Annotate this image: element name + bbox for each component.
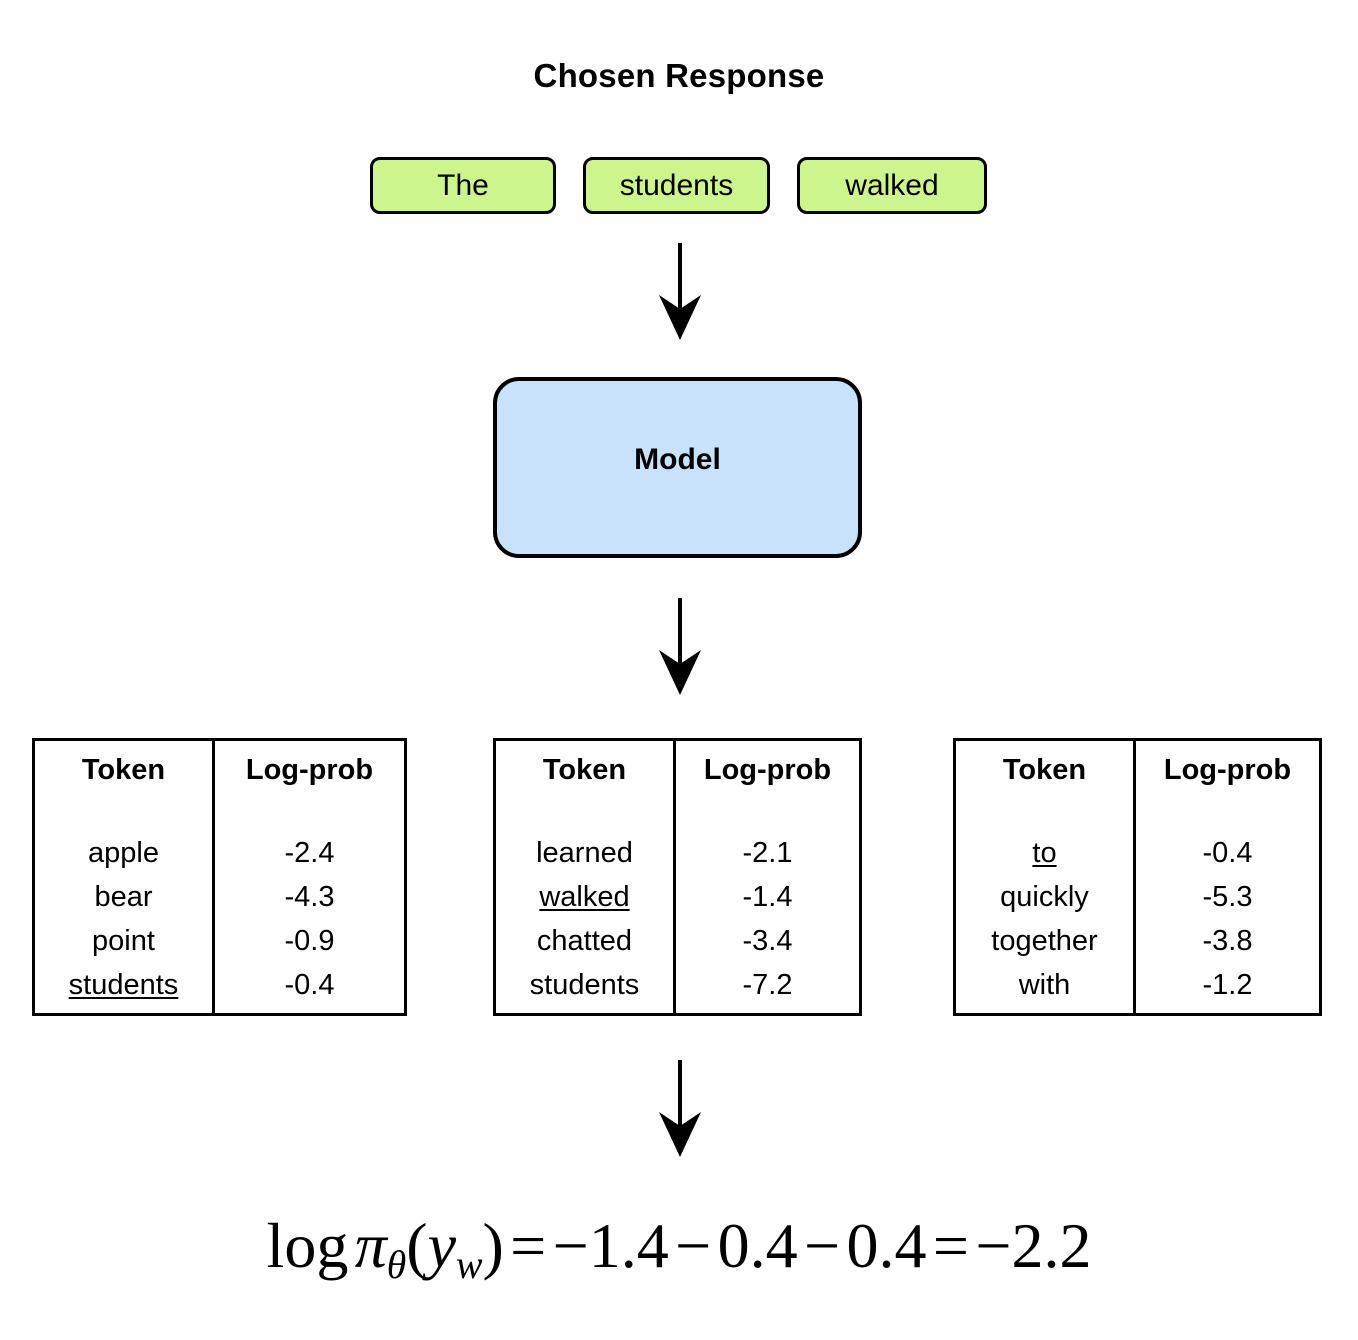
equation-log-operator: log [266, 1210, 349, 1281]
equation-term-3: 0.4 [846, 1210, 927, 1281]
token-chip-label: The [437, 168, 489, 202]
table-cell-logprob: -3.4 [742, 924, 793, 957]
table-cell-token: walked [539, 880, 630, 913]
table-cell-token: students [68, 968, 179, 1001]
table-cell-token: to [1032, 836, 1057, 869]
page-title: Chosen Response [533, 57, 825, 94]
column-header-token: Token [81, 754, 166, 786]
column-header-token: Token [1002, 754, 1087, 786]
logprob-table-2: Token to quickly together with Log-prob … [953, 738, 1322, 1016]
column-header-logprob: Log-prob [703, 754, 832, 786]
logprob-cells: -2.4 -4.3 -0.9 -0.4 [285, 831, 335, 1007]
table-cell-token: apple [88, 836, 159, 869]
equation-term-2: 0.4 [717, 1210, 798, 1281]
column-header-logprob: Log-prob [245, 754, 374, 786]
table-cell-logprob: -1.4 [742, 880, 793, 913]
equation-minus-2: − [804, 1210, 841, 1281]
token-column: Token learned walked chatted students [496, 741, 676, 1013]
equation-pi-symbol: π [354, 1210, 387, 1281]
table-cell-logprob: -3.8 [1202, 924, 1253, 957]
table-cell-token: students [529, 968, 640, 1001]
table-cell-logprob: -1.2 [1202, 968, 1253, 1001]
equation-result: −2.2 [975, 1210, 1092, 1281]
column-header-logprob: Log-prob [1163, 754, 1292, 786]
logprob-column: Log-prob -0.4 -5.3 -3.8 -1.2 [1136, 741, 1319, 1013]
token-column: Token students apple bear point [35, 741, 215, 1013]
table-cell-token: learned [536, 836, 633, 869]
table-cell-token: with [1018, 968, 1071, 1001]
token-cells: learned walked chatted students [530, 831, 640, 1007]
logprob-sum-equation: logπθ(yw)=−1.4−0.4−0.4=−2.2 [0, 1214, 1358, 1286]
table-cell-logprob: -5.3 [1202, 880, 1253, 913]
equation-close-paren: ) [482, 1210, 504, 1281]
table-cell-token: chatted [536, 924, 633, 957]
equation-minus-1: − [675, 1210, 712, 1281]
table-cell-logprob: -0.4 [1202, 836, 1253, 869]
equation-term-1: −1.4 [552, 1210, 669, 1281]
table-cell-logprob: -2.4 [284, 836, 335, 869]
token-cells: students apple bear point [69, 831, 179, 1007]
equation-w-subscript: w [455, 1243, 483, 1288]
arrow-down-model-to-tables [645, 598, 715, 698]
table-cell-logprob: -2.1 [742, 836, 793, 869]
equation-equals-2: = [932, 1210, 969, 1281]
logprob-table-1: Token learned walked chatted students Lo… [493, 738, 862, 1016]
chosen-response-token-row: The students walked [370, 157, 990, 217]
table-cell-logprob: -0.4 [284, 968, 335, 1001]
logprob-cells: -0.4 -5.3 -3.8 -1.2 [1203, 831, 1253, 1007]
arrow-down-tables-to-formula [645, 1060, 715, 1160]
table-cell-token: quickly [1000, 880, 1089, 913]
table-cell-token: point [92, 924, 155, 957]
token-chip-2[interactable]: walked [797, 157, 987, 214]
equation-open-paren: ( [406, 1210, 428, 1281]
column-header-token: Token [542, 754, 627, 786]
logprob-table-0: Token students apple bear point Log-prob… [32, 738, 407, 1016]
table-cell-token: bear [94, 880, 153, 913]
equation-y-symbol: y [427, 1210, 456, 1281]
logprob-cells: -2.1 -1.4 -3.4 -7.2 [743, 831, 793, 1007]
token-chip-1[interactable]: students [583, 157, 770, 214]
table-cell-token: together [991, 924, 1098, 957]
token-column: Token to quickly together with [956, 741, 1136, 1013]
token-chip-label: students [619, 168, 734, 202]
token-chip-0[interactable]: The [370, 157, 556, 214]
logprob-column: Log-prob -2.4 -4.3 -0.9 -0.4 [215, 741, 404, 1013]
arrow-down-tokens-to-model [645, 243, 715, 343]
logprob-column: Log-prob -2.1 -1.4 -3.4 -7.2 [676, 741, 859, 1013]
equation-theta-subscript: θ [386, 1243, 407, 1288]
table-cell-logprob: -7.2 [742, 968, 793, 1001]
model-box[interactable]: Model [493, 377, 862, 558]
table-cell-logprob: -0.9 [284, 924, 335, 957]
equation-equals-1: = [510, 1210, 547, 1281]
model-box-label: Model [634, 442, 721, 476]
token-cells: to quickly together with [991, 831, 1097, 1007]
token-chip-label: walked [845, 168, 939, 202]
table-cell-logprob: -4.3 [284, 880, 335, 913]
